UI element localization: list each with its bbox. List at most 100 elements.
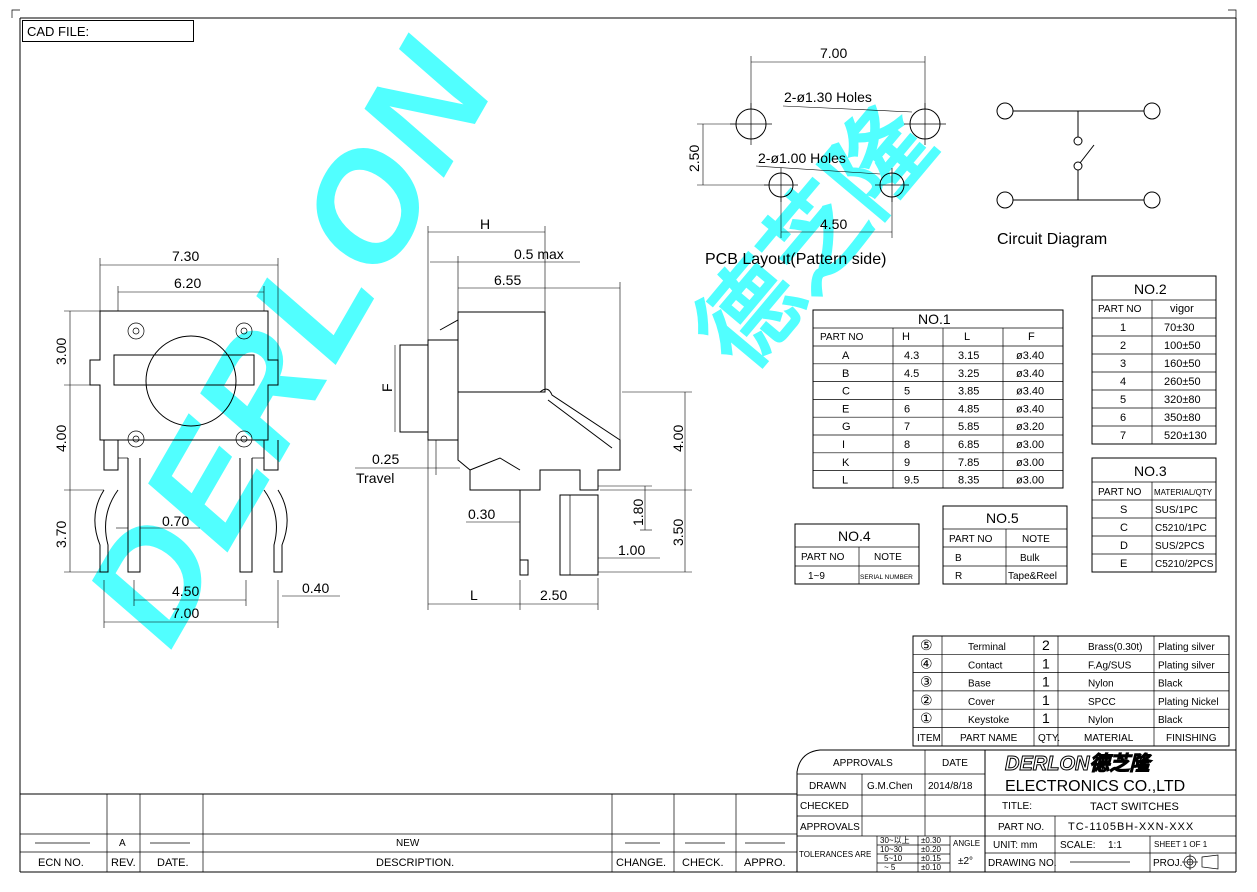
rev-description: NEW [396,838,420,849]
tb-tol-range-1: 10~30 [880,845,903,854]
table-no1-cell: 4.3 [904,350,919,362]
bom-cell-item: ⑤ [920,637,933,653]
table-no5-h0: PART NO [949,534,993,545]
tb-scale-label: SCALE: [1060,840,1096,851]
bom-cell-material: Brass(0.30t) [1088,642,1142,653]
table-no5-title: NO.5 [986,510,1019,526]
table-no1-cell: ø3.00 [1016,457,1044,469]
bom-header-finish: FINISHING [1166,733,1217,744]
table-no2-cell: 160±50 [1164,358,1201,370]
rev-h-check: CHECK. [682,857,724,869]
dim-7-30: 7.30 [172,248,199,264]
table-no1-cell: ø3.00 [1016,475,1044,487]
table-no1-cell: 7.85 [958,457,979,469]
table-no1-cell: 6 [904,403,910,415]
bom-cell-item: ③ [920,674,933,690]
table-no3-cell: S [1120,504,1127,516]
dim-1-80: 1.80 [630,499,646,526]
dim-7-00: 7.00 [172,605,199,621]
table-no1-cell: 5 [904,386,910,398]
table-no1-h3: F [1028,331,1035,343]
table-no1-cell: 3.15 [958,350,979,362]
dim-2-50: 2.50 [540,587,567,603]
bom-cell-material: SPCC [1088,697,1116,708]
dim-3-70: 3.70 [53,521,69,548]
dim-h: H [480,216,490,232]
circuit-title: Circuit Diagram [997,231,1107,248]
dim-1-00: 1.00 [618,542,645,558]
table-no1-cell: ø3.20 [1016,421,1044,433]
table-no1-cell: ø3.40 [1016,386,1044,398]
pcb-dim-height: 2.50 [686,145,702,172]
table-no2-cell: 320±80 [1164,394,1201,406]
pcb-layout: 7.00 2.50 4.50 2-ø1.30 Holes 2-ø1.00 Hol… [686,45,946,268]
table-no4-h1: NOTE [874,552,902,563]
table-no2-cell: 7 [1120,430,1126,442]
bom-cell-name: Contact [968,660,1003,671]
tb-tol-range-3: ~ 5 [884,863,896,872]
table-no1-cell: 7 [904,421,910,433]
tb-part-no-label: PART NO. [998,822,1044,833]
table-no1-cell: 9.5 [904,475,919,487]
rev-h-appro: APPRO. [744,857,786,869]
table-no3-h1: MATERIAL/QTY [1154,488,1213,497]
pcb-dim-width: 7.00 [820,45,847,61]
table-no2-cell: 5 [1120,394,1126,406]
table-no5-r1c1: Tape&Reel [1008,571,1057,582]
tb-title-value: TACT SWITCHES [1090,801,1179,813]
table-no5-r1c0: R [955,571,962,582]
table-no1-cell: E [842,403,849,415]
pcb-dim-bottom: 4.50 [820,216,847,232]
table-no1-cell: I [842,439,845,451]
tb-drawn: DRAWN [809,781,846,792]
table-no3-cell: C5210/1PC [1155,523,1207,534]
title-block: APPROVALS DATE DRAWN G.M.Chen 2014/8/18 … [796,749,1236,872]
bom-cell-qty: 1 [1042,655,1050,671]
bom-cell-material: F.Ag/SUS [1088,660,1132,671]
rev-h-date: DATE. [157,857,189,869]
dim-4-00-side: 4.00 [670,425,686,452]
bom-cell-finish: Plating silver [1158,660,1215,671]
table-no2-cell: 4 [1120,376,1126,388]
bom-cell-qty: 2 [1042,637,1050,653]
side-view: H 0.5 max 6.55 F 0.25 Travel 0.30 1.80 4… [355,216,692,610]
bom-cell-qty: 1 [1042,710,1050,726]
table-no3-cell: E [1120,558,1127,570]
bom-cell-name: Cover [968,697,995,708]
table-no1-h2: L [964,331,970,343]
bom-cell-finish: Black [1158,715,1183,726]
table-no1-cell: ø3.00 [1016,439,1044,451]
tb-tol-value-0: ±0.30 [921,836,942,845]
tb-tol-value-3: ±0.10 [921,863,942,872]
table-no4-h0: PART NO [801,552,845,563]
tb-tol-range-0: 30~以上 [880,836,910,845]
bom-cell-material: Nylon [1088,679,1114,690]
table-no4-r0c0: 1~9 [808,571,825,582]
table-no1-h0: PART NO [820,332,864,343]
tb-date: DATE [942,758,968,769]
table-no2-title: NO.2 [1134,281,1167,297]
bom-cell-finish: Black [1158,679,1183,690]
rev-h-description: DESCRIPTION. [376,857,454,869]
table-no1-cell: C [842,386,850,398]
table-no2-h0: PART NO [1098,304,1142,315]
table-no3-h0: PART NO [1098,487,1142,498]
bom-cell-material: Nylon [1088,715,1114,726]
table-no5: NO.5 PART NO NOTE B Bulk R Tape&Reel [942,505,1068,585]
dim-0-70: 0.70 [162,513,189,529]
dim-max: 0.5 max [514,246,564,262]
revision-block: A NEW ECN NO. REV. DATE. DESCRIPTION. CH… [20,793,797,872]
rev-h-rev: REV. [111,857,136,869]
rev-h-change: CHANGE. [616,857,666,869]
bom-header-material: MATERIAL [1084,733,1134,744]
table-no3-cell: SUS/1PC [1155,505,1198,516]
watermark-latin: DERLON [52,15,526,668]
rev-value: A [119,838,126,849]
table-no4-r0c1: SERIAL NUMBER [860,574,913,581]
table-no2-cell: 260±50 [1164,376,1201,388]
table-no2-cell: 2 [1120,340,1126,352]
front-view: 7.30 6.20 3.00 4.00 3.70 0.70 4.50 7.00 … [53,248,340,628]
table-no1-cell: A [842,350,850,362]
